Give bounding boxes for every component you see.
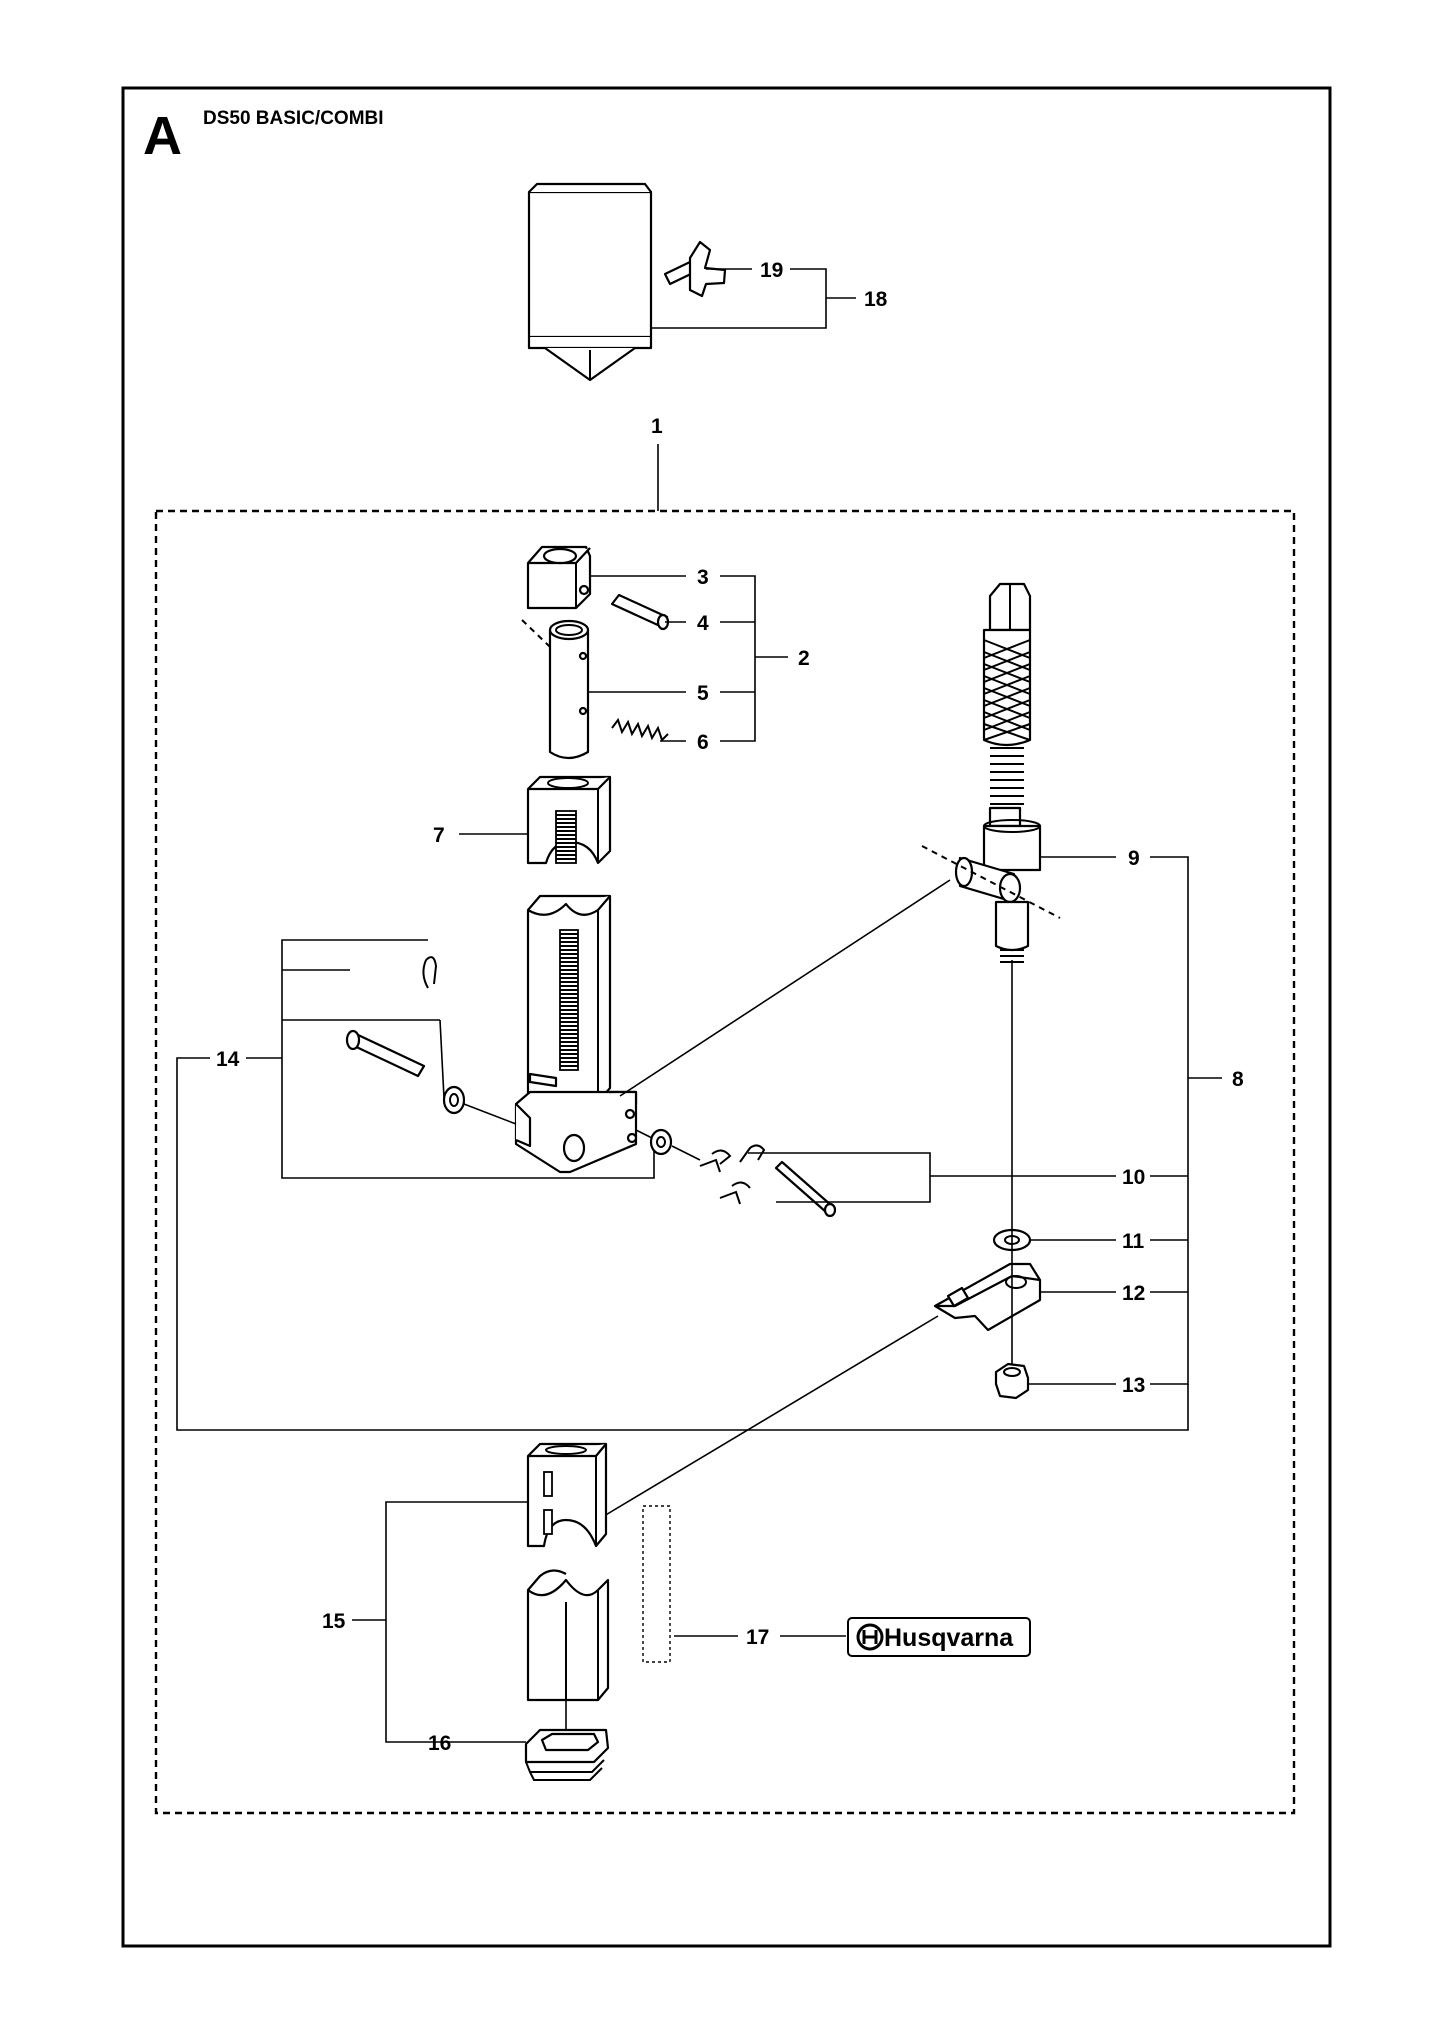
part-17-decal-outline (642, 1505, 671, 1663)
callout-7: 7 (433, 824, 445, 847)
link-column-to-spindle (619, 879, 951, 1097)
part-6-spring (611, 717, 669, 742)
leader-10-bracket (748, 1152, 931, 1203)
callout-16: 16 (428, 1732, 451, 1755)
link-washer-to-column (463, 1103, 517, 1125)
brand-name: Husqvarna (884, 1624, 1014, 1652)
callout-8: 8 (1232, 1068, 1244, 1091)
page-frame (121, 86, 1332, 1948)
leader-15-bracket (385, 1501, 528, 1743)
part-10-pin-set (649, 1128, 837, 1218)
callout-5: 5 (697, 682, 709, 705)
husqvarna-crown-icon (856, 1623, 884, 1651)
callout-14: 14 (216, 1048, 240, 1071)
part-12-fork (933, 1262, 1042, 1332)
leader-14-bracket (281, 939, 655, 1179)
callout-4: 4 (697, 612, 709, 635)
leader-14-rest (439, 1019, 445, 1099)
callout-19: 19 (760, 259, 783, 282)
section-letter: A (143, 106, 182, 166)
leader-8-frame (176, 1057, 1189, 1431)
part-15-inner-sleeve (526, 1569, 610, 1702)
part-7-sleeve (526, 775, 612, 865)
part-14-hardware (345, 956, 466, 1115)
callout-18: 18 (864, 288, 888, 311)
part-3-clamp-block (526, 545, 592, 610)
link-fork-to-sleeve (603, 1315, 939, 1517)
main-column (514, 894, 638, 1174)
part-16-end-cap (524, 1728, 610, 1781)
callout-2: 2 (798, 647, 810, 670)
callout-10: 10 (1122, 1166, 1145, 1189)
part-7-ribs (555, 810, 577, 864)
part-15-lower-sleeve (526, 1442, 608, 1548)
part-5-tube (521, 619, 590, 760)
leader-8-bracket (1150, 856, 1189, 1385)
part-18-cover (527, 182, 653, 382)
callout-13: 13 (1122, 1374, 1145, 1397)
link-washer-to-clips (671, 1145, 701, 1161)
leader-2-bracket (720, 575, 756, 742)
diagram-title: DS50 BASIC/COMBI (203, 108, 384, 129)
callout-17: 17 (746, 1626, 769, 1649)
callout-15: 15 (322, 1610, 346, 1633)
callout-9: 9 (1128, 847, 1140, 870)
callout-11: 11 (1122, 1230, 1145, 1253)
part-9-spindle (921, 582, 1061, 963)
kit-1-boundary (154, 509, 1296, 1815)
link-column-to-washer-10 (635, 1129, 653, 1139)
husqvarna-decal: Husqvarna (847, 1617, 1031, 1657)
callout-12: 12 (1122, 1282, 1145, 1305)
callout-3: 3 (697, 566, 709, 589)
part-4-pin (610, 593, 670, 631)
callout-6: 6 (697, 731, 709, 754)
knurl-pattern (983, 639, 1031, 741)
part-13-nut (994, 1362, 1030, 1400)
callout-1: 1 (651, 415, 663, 438)
